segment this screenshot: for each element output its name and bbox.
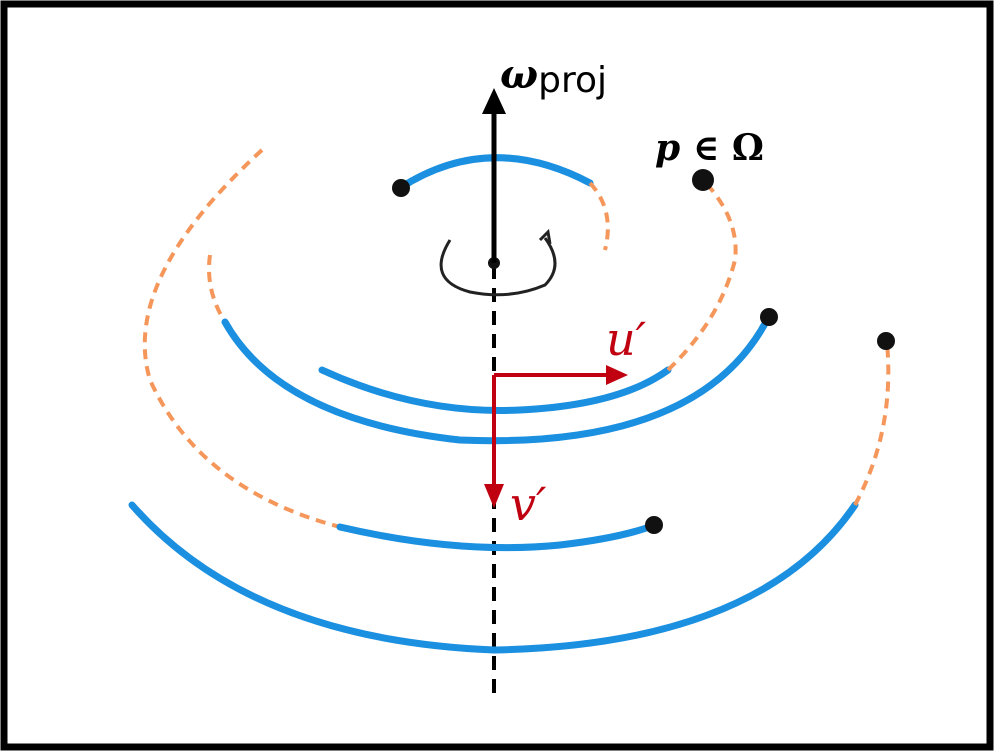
arc-ring5-dashed [853, 342, 891, 506]
rotation-loop [439, 237, 557, 297]
arc-ring4-dashed [142, 148, 341, 529]
point-p-symbol: p [655, 127, 680, 169]
omega-arrowhead-icon [482, 88, 506, 114]
arc-endpoint-dot [392, 179, 410, 197]
point-p-dot [692, 169, 714, 191]
arc-endpoint-dot [760, 308, 778, 326]
arc-ring5-solid [128, 501, 859, 654]
v-arrowhead-icon [484, 484, 504, 508]
arc-ring3-dashed [666, 180, 738, 372]
rotation-arrow-icon [538, 228, 552, 245]
omega-subscript: proj [538, 60, 607, 101]
v-prime-label: v′ [510, 477, 547, 531]
arc-endpoint-dot [877, 332, 895, 350]
omega-proj-label: ωproj [500, 51, 607, 101]
arc-ring2-dashed-left [207, 254, 227, 324]
point-p-label: p ∈ Ω [655, 127, 764, 169]
point-in-omega: ∈ Ω [680, 127, 764, 169]
arc-ring1-dashed [588, 181, 610, 251]
arc-endpoint-dot [645, 516, 663, 534]
arc-ring2-solid [221, 314, 772, 445]
arc-ring3-solid [318, 366, 672, 414]
arc-ring4-solid [336, 522, 656, 552]
u-arrowhead-icon [606, 365, 628, 385]
u-prime-label: u′ [606, 312, 647, 366]
omega-symbol: ω [500, 51, 538, 98]
